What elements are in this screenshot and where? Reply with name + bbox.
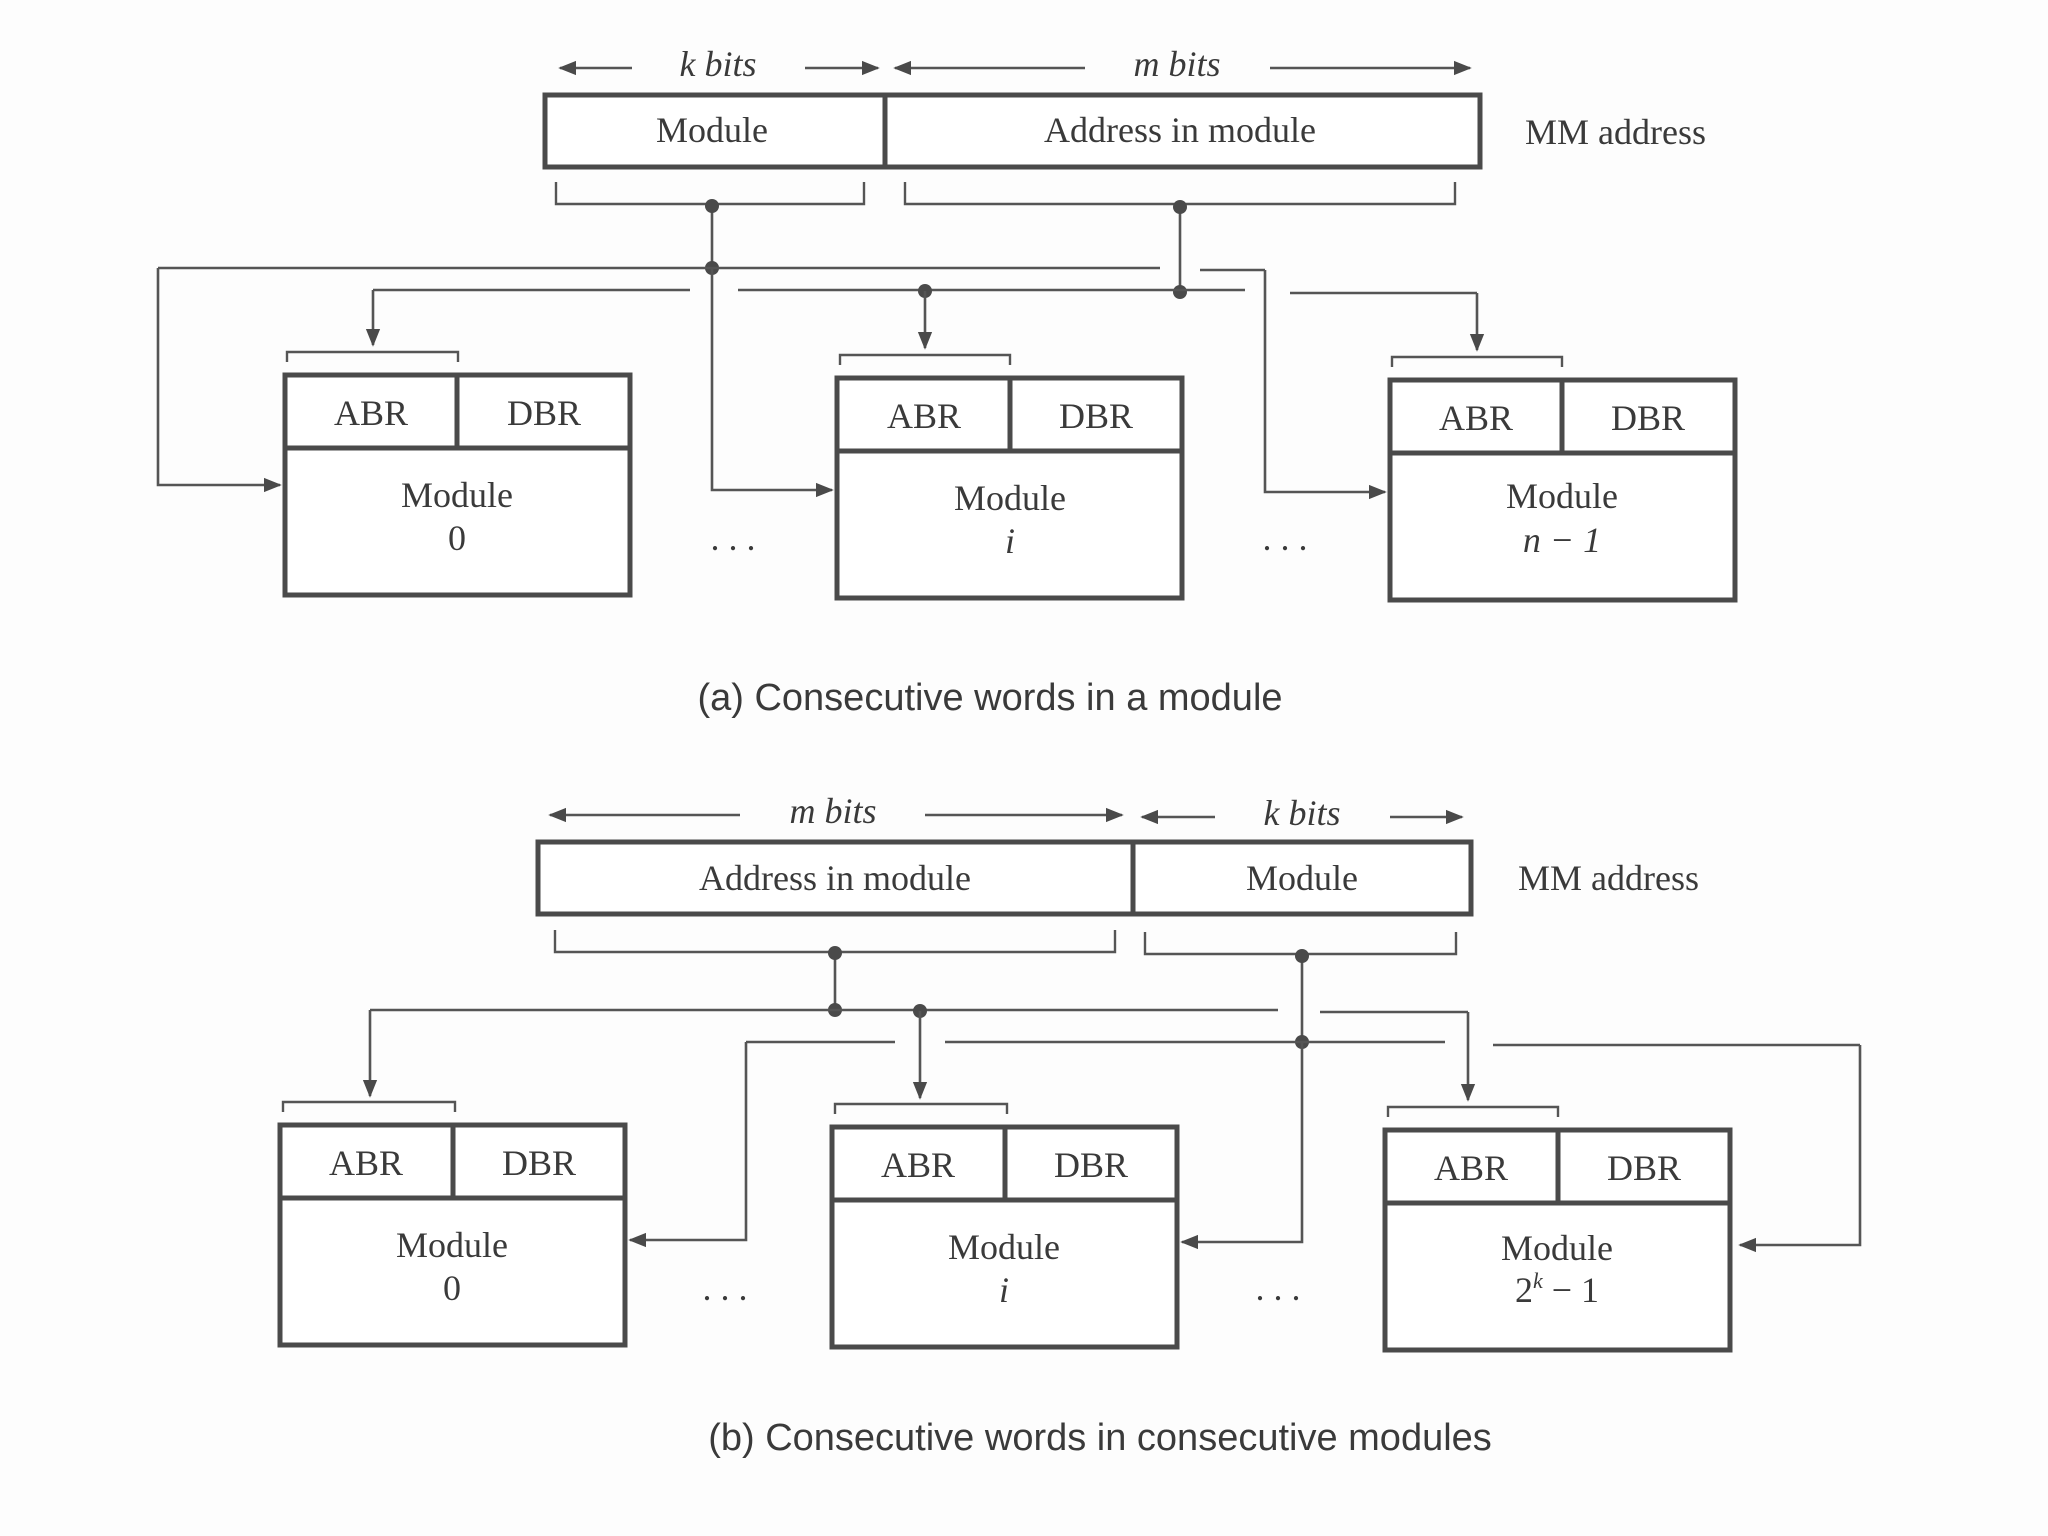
select-line-module-0 (628, 1042, 748, 1248)
junction-dot (705, 199, 719, 213)
module-name: Module (954, 478, 1066, 518)
abr-bracket (838, 353, 1012, 365)
abr-label: ABR (881, 1145, 955, 1185)
address-in-module-field-label: Address in module (699, 858, 971, 898)
select-line-module-i (710, 268, 834, 498)
junction-dot (1173, 285, 1187, 299)
abr-label: ABR (1434, 1148, 1508, 1188)
junction-dot (828, 946, 842, 960)
module-index-rest: − 1 (1543, 1270, 1599, 1310)
dbr-label: DBR (1611, 398, 1685, 438)
abr-label: ABR (334, 393, 408, 433)
module-name: Module (401, 475, 513, 515)
junction-dot (1173, 200, 1187, 214)
ellipsis: . . . (711, 518, 756, 558)
address-in-module-field (882, 92, 1483, 170)
dbr-label: DBR (507, 393, 581, 433)
abr-bracket (1390, 355, 1564, 367)
select-line-module-last (1738, 1045, 1862, 1253)
select-line-module-i (1180, 1042, 1304, 1250)
module-index: i (1005, 521, 1015, 561)
abr-bracket (285, 350, 460, 362)
k-bits-label: k bits (680, 44, 757, 84)
module-field-label: Module (1246, 858, 1358, 898)
module-name: Module (1501, 1228, 1613, 1268)
module-field (542, 92, 888, 170)
abr-bracket (1386, 1105, 1560, 1117)
module-index: 2k − 1 (1515, 1268, 1599, 1310)
module-index-base: 2 (1515, 1270, 1533, 1310)
abr-bracket (281, 1100, 457, 1112)
module-index: 0 (443, 1268, 461, 1308)
caption-a: (a) Consecutive words in a module (697, 677, 1282, 719)
diagram-b: m bits k bits Address in module Module M… (277, 791, 1862, 1459)
address-in-module-field (535, 839, 1136, 917)
abr-label: ABR (329, 1143, 403, 1183)
k-bits-label: k bits (1264, 793, 1341, 833)
ellipsis: . . . (1263, 518, 1308, 558)
address-in-module-field-label: Address in module (1044, 110, 1316, 150)
dbr-label: DBR (1054, 1145, 1128, 1185)
mm-address-label: MM address (1525, 112, 1706, 152)
m-bits-label: m bits (789, 791, 876, 831)
module-name: Module (396, 1225, 508, 1265)
dbr-label: DBR (1607, 1148, 1681, 1188)
m-bits-label: m bits (1133, 44, 1220, 84)
select-line-module-0 (156, 268, 282, 493)
junction-dot (1295, 949, 1309, 963)
ellipsis: . . . (703, 1268, 748, 1308)
abr-bracket (833, 1102, 1009, 1114)
module-field-label: Module (656, 110, 768, 150)
mm-address-label: MM address (1518, 858, 1699, 898)
diagram-a: k bits m bits Module Address in module M… (156, 44, 1738, 719)
module-index-sup: k (1533, 1268, 1544, 1293)
select-line-module-n-1 (1263, 270, 1387, 500)
module-name: Module (948, 1227, 1060, 1267)
module-field (1130, 839, 1474, 917)
caption-b: (b) Consecutive words in consecutive mod… (708, 1417, 1492, 1459)
dbr-label: DBR (502, 1143, 576, 1183)
abr-label: ABR (1439, 398, 1513, 438)
abr-label: ABR (887, 396, 961, 436)
module-index: i (999, 1270, 1009, 1310)
module-index: n − 1 (1523, 520, 1601, 560)
dbr-label: DBR (1059, 396, 1133, 436)
ellipsis: . . . (1256, 1268, 1301, 1308)
module-index: 0 (448, 518, 466, 558)
module-name: Module (1506, 476, 1618, 516)
